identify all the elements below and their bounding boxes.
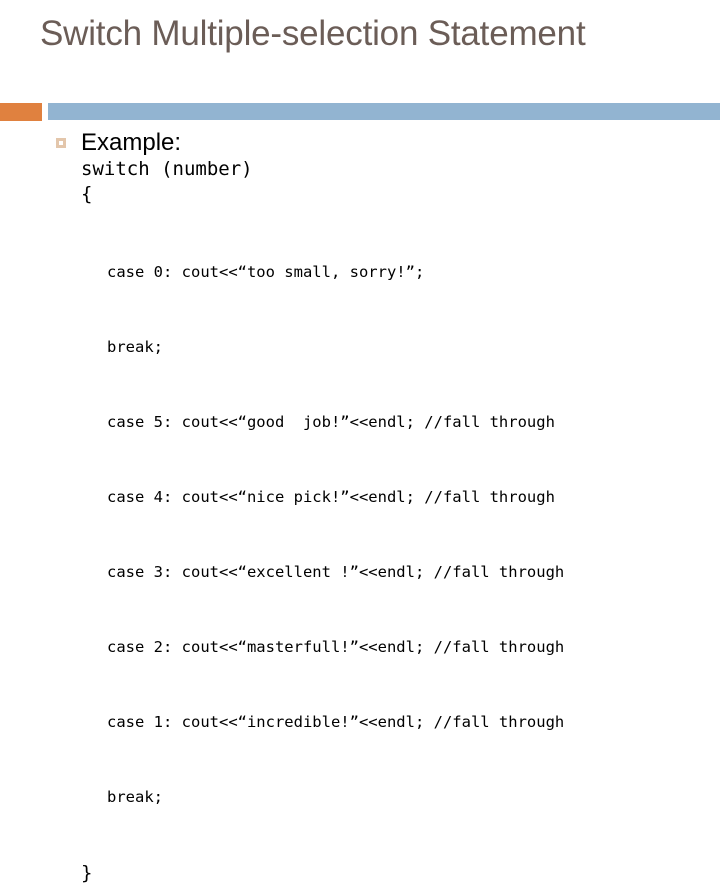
code-line: case 0: cout<<“too small, sorry!”; (107, 263, 425, 281)
code-open-brace: { (81, 183, 93, 205)
code-signature-line: switch (number) (81, 158, 253, 180)
code-line: case 1: cout<<“incredible!”<<endl; //fal… (107, 713, 565, 731)
divider-accent-block (0, 103, 42, 121)
title-divider (0, 103, 720, 121)
code-block: case 0: cout<<“too small, sorry!”; break… (107, 210, 720, 860)
slide: Switch Multiple-selection Statement Exam… (0, 12, 720, 884)
page-title: Switch Multiple-selection Statement (40, 14, 586, 53)
code-line: case 4: cout<<“nice pick!”<<endl; //fall… (107, 488, 555, 506)
code-line: case 5: cout<<“good job!”<<endl; //fall … (107, 413, 555, 431)
code-line: case 3: cout<<“excellent !”<<endl; //fal… (107, 563, 565, 581)
divider-bar (48, 103, 720, 120)
bullet-item-example: Example: (0, 128, 720, 157)
code-line: break; (107, 788, 163, 806)
square-bullet-icon (56, 138, 66, 148)
slide-body: Example: switch (number) { case 0: cout<… (0, 128, 720, 886)
code-line: case 2: cout<<“masterfull!”<<endl; //fal… (107, 638, 565, 656)
code-line: break; (107, 338, 163, 356)
title-block: Switch Multiple-selection Statement (40, 12, 680, 56)
bullet-item-label: Example: (81, 129, 182, 156)
code-close-brace: } (81, 862, 93, 884)
